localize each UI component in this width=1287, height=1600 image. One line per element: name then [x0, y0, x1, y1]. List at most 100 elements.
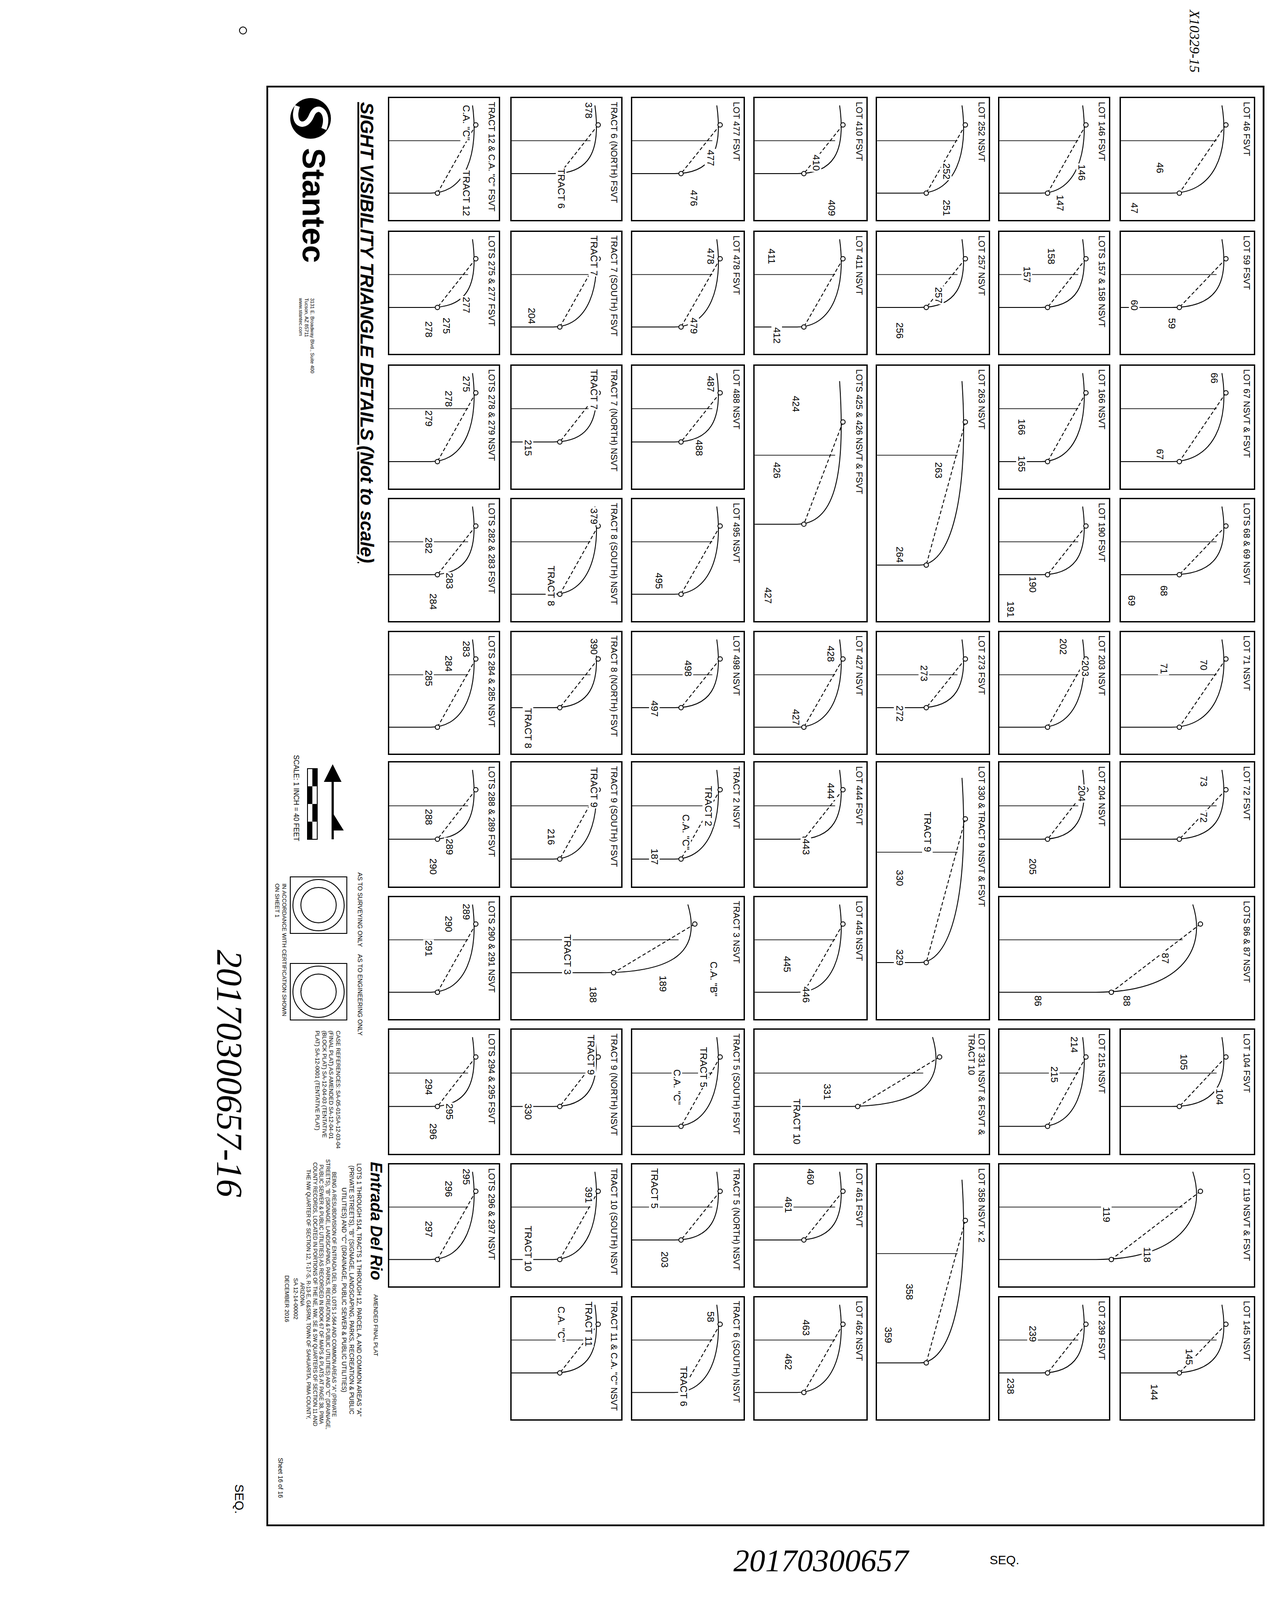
svt-point: [596, 1189, 601, 1194]
sight-visibility-line: [1047, 1324, 1086, 1373]
detail-title: TRACT 2 NSVT: [731, 765, 742, 830]
sight-visibility-line: [437, 526, 476, 575]
detail-sketch: [1120, 231, 1254, 354]
detail-title: LOT 204 NSVT: [1096, 765, 1107, 828]
lot-number: 460: [804, 1167, 816, 1186]
lot-number: 296: [427, 1122, 439, 1141]
svt-point: [923, 1361, 929, 1366]
lot-number: 146: [1076, 163, 1087, 182]
detail-sketch: [999, 762, 1109, 887]
lot-number: 359: [882, 1326, 894, 1345]
detail-panel: LOTS 157 & 158 NSVT158157: [998, 230, 1111, 356]
svt-point: [840, 419, 846, 425]
detail-panel: TRACT 10 (SOUTH) NSVT391TRACT 10: [510, 1163, 623, 1288]
lot-number: 426: [771, 461, 783, 480]
lot-number: 239: [1027, 1324, 1038, 1344]
sight-visibility-line: [803, 924, 843, 993]
lot-line: [632, 1207, 713, 1208]
detail-panel: TRACT 8 (NORTH) FSVT390TRACT 8: [510, 630, 623, 756]
detail-title: LOT 358 NSVT x 2: [976, 1167, 987, 1244]
lot-number: 284: [443, 654, 454, 673]
street-curb-curve: [876, 778, 964, 963]
sight-visibility-line: [681, 258, 721, 327]
lot-number: 87: [1159, 952, 1171, 965]
sight-visibility-line: [1111, 924, 1201, 993]
lot-line: [632, 805, 713, 807]
lot-number: 205: [1027, 857, 1038, 876]
street-curb-curve: [1120, 770, 1224, 840]
svt-point: [1045, 1124, 1050, 1129]
sheet-label: DECEMBER 2016: [283, 1254, 291, 1344]
sight-visibility-line: [559, 658, 599, 708]
lot-number: 67: [1154, 447, 1165, 461]
detail-title: LOT 410 FSVT: [854, 100, 865, 162]
detail-title: LOT 331 NSVT & FSVT & TRACT 10: [966, 1032, 987, 1151]
svt-point: [596, 122, 601, 128]
detail-panel: TRACT 7 (SOUTH) FSVTTRACT 7204: [510, 230, 623, 356]
lot-number: 238: [1005, 1377, 1016, 1396]
lot-number: 145: [1183, 1347, 1195, 1367]
lot-number: 275: [440, 316, 452, 335]
svt-point: [473, 523, 479, 529]
street-curb-curve: [389, 506, 475, 575]
lot-number: 295: [460, 1167, 471, 1186]
lot-number: TRACT 7: [588, 368, 600, 411]
detail-title: LOT 46 FSVT: [1241, 100, 1252, 157]
lot-number: C.A. "C": [460, 104, 471, 142]
svt-point: [717, 656, 723, 661]
lot-number: 288: [423, 808, 434, 827]
detail-title: LOT 59 FSVT: [1241, 234, 1252, 291]
svt-point: [1045, 459, 1050, 464]
lot-number: 495: [653, 572, 665, 591]
street-curb-curve: [1120, 239, 1224, 308]
lot-line: [999, 674, 1079, 676]
north-arrow: [323, 764, 344, 840]
lot-number: TRACT 6: [678, 1365, 689, 1408]
lot-line: [999, 274, 1079, 276]
street-curb-curve: [1120, 372, 1224, 462]
svt-point: [611, 970, 616, 976]
lot-number: 478: [704, 247, 716, 266]
detail-title: LOT 427 NSVT: [854, 634, 865, 697]
svt-point: [840, 656, 846, 661]
detail-panel: LOTS 68 & 69 NSVT6869: [1119, 497, 1256, 623]
lot-number: 252: [941, 162, 952, 181]
detail-title: LOT 119 NSVT & FSVT: [1241, 1167, 1252, 1262]
sight-visibility-line: [1047, 392, 1086, 462]
lot-line: [389, 274, 469, 276]
detail-panel: LOT 190 FSVT190191: [998, 497, 1111, 623]
detail-title: LOT 67 NSVT & FSVT: [1241, 368, 1252, 459]
detail-panel: TRACT 8 (SOUTH) NSVT379TRACT 8: [510, 497, 623, 623]
lot-number: C.A. "C": [680, 813, 691, 851]
svt-point: [1223, 523, 1229, 529]
detail-title: LOTS 284 & 285 NSVT: [486, 634, 497, 729]
lot-line: [511, 541, 591, 543]
svt-point: [473, 122, 479, 128]
svt-point: [557, 439, 562, 445]
lot-number: 331: [821, 1082, 833, 1101]
lot-number: 203: [1079, 659, 1091, 678]
svt-point: [1083, 1321, 1089, 1327]
lot-line: [999, 805, 1079, 807]
sight-visibility-line: [926, 1220, 965, 1364]
detail-panel: TRACT 11 & C.A. "C" NSVTTRACT 11C.A. "C": [510, 1296, 623, 1421]
detail-panel: LOT 71 NSVT7071: [1119, 630, 1256, 756]
sheet-label: SEQ.: [989, 1552, 1039, 1568]
svt-point: [435, 990, 440, 995]
detail-title: LOT 252 NSVT: [976, 100, 987, 163]
lot-number: 73: [1198, 774, 1209, 788]
lot-number: C.A. "C": [671, 1068, 683, 1106]
detail-sketch: [876, 1164, 989, 1420]
svt-point: [963, 419, 968, 425]
lot-number: 144: [1148, 1383, 1160, 1402]
svt-point: [435, 572, 440, 578]
sheet-label: SCALE: 1 INCH = 40 FEET: [292, 755, 301, 862]
detail-panel: TRACT 9 (SOUTH) FSVTTRACT 9216: [510, 761, 623, 888]
detail-title: TRACT 9 (SOUTH) FSVT: [608, 765, 619, 869]
detail-title: LOT 273 FSVT: [976, 634, 987, 696]
street-curb-curve: [632, 1304, 719, 1393]
detail-sketch: [389, 231, 499, 354]
detail-sketch: [999, 499, 1109, 622]
svt-point: [557, 1370, 562, 1376]
